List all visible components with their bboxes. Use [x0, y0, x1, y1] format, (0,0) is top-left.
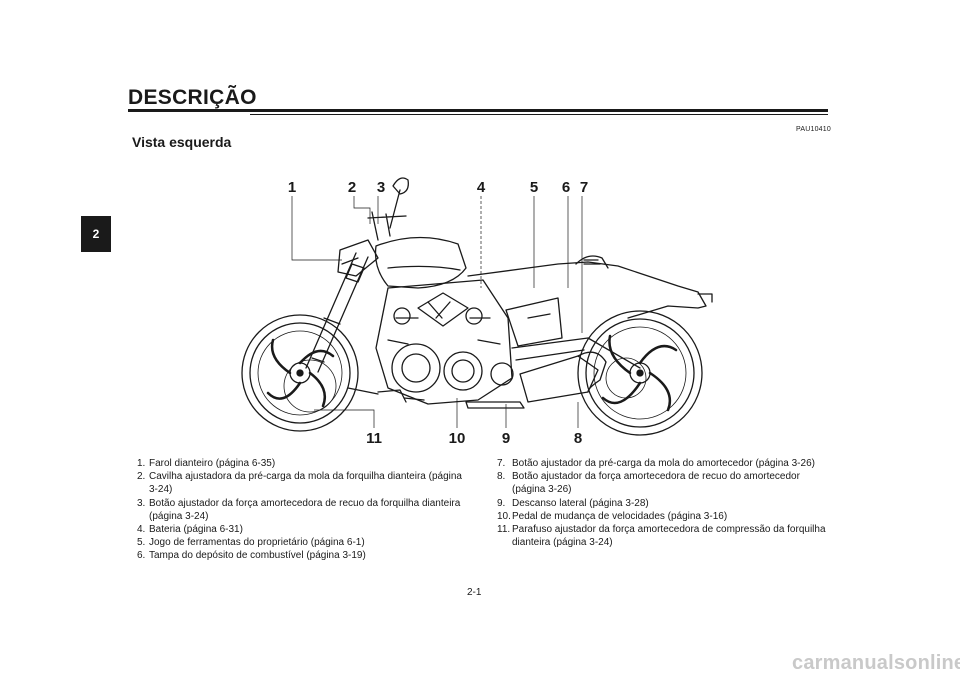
legend-text: Farol dianteiro (página 6-35) [149, 458, 276, 469]
motorcycle-illustration [241, 177, 713, 436]
callout-2: 2 [347, 179, 357, 196]
legend-item: 7. Botão ajustador da pré-carga da mola d… [497, 457, 832, 470]
callout-6: 6 [561, 179, 571, 196]
legend-text: Descanso lateral (página 3-28) [512, 497, 649, 509]
legend-text: Jogo de ferramentas do proprietário (pág… [149, 537, 365, 549]
legend-number: 7. [497, 458, 506, 469]
legend-number: 3. [137, 497, 146, 509]
callout-4: 4 [476, 179, 486, 196]
legend-number: 2. [137, 471, 146, 483]
leader-lines [291, 196, 583, 428]
callout-5: 5 [529, 179, 539, 196]
legend-item: 9. Descanso lateral (página 3-28) [497, 497, 832, 510]
title-rule-thin [250, 114, 828, 115]
motorcycle-figure: 1 2 3 4 5 6 7 11 10 9 8 [228, 168, 728, 453]
headlight-and-mirror [337, 177, 409, 277]
page-number: 2-1 [467, 587, 482, 598]
callout-7: 7 [579, 179, 589, 196]
page-title: DESCRIÇÃO [128, 86, 257, 109]
front-fork [305, 252, 369, 373]
section-subtitle: Vista esquerda [132, 134, 232, 150]
legend-item: 2.Cavilha ajustadora da pré-carga da mol… [137, 470, 467, 496]
legend-text: Botão ajustador da força amortecedora de… [149, 497, 461, 522]
legend-text: Cavilha ajustadora da pré-carga da mola … [149, 471, 462, 496]
fuel-tank-and-body [374, 236, 713, 347]
legend-item: 11.Parafuso ajustador da força amorteced… [497, 523, 832, 549]
exhaust [465, 351, 607, 409]
callout-1: 1 [287, 179, 297, 196]
callout-3: 3 [376, 179, 386, 196]
document-code: PAU10410 [796, 126, 831, 133]
legend-text: Tampa do depósito de combustível (página… [149, 550, 366, 562]
legend-item: 6.Tampa do depósito de combustível (pági… [137, 549, 467, 562]
legend-item: 8. Botão ajustador da força amortecedora … [497, 470, 832, 496]
legend-text: Botão ajustador da força amortecedora de… [512, 471, 800, 496]
rear-wheel [577, 310, 703, 436]
engine [375, 279, 514, 405]
legend-item: 5.Jogo de ferramentas do proprietário (p… [137, 536, 467, 549]
legend-item: 1.Farol dianteiro (página 6-35) [137, 457, 467, 470]
legend-number: 10. [497, 510, 511, 522]
legend-list-right: 7. Botão ajustador da pré-carga da mola d… [497, 457, 832, 549]
legend-text: Bateria (página 6-31) [149, 524, 243, 536]
legend-item: 4.Bateria (página 6-31) [137, 523, 467, 536]
legend-text: Pedal de mudança de velocidades (página … [512, 510, 728, 522]
callout-10: 10 [448, 430, 466, 447]
chapter-tab: 2 [81, 216, 111, 252]
callout-9: 9 [501, 430, 511, 447]
legend-number: 5. [137, 537, 146, 549]
legend-text: Botão ajustador da pré-carga da mola do … [512, 458, 815, 469]
legend-list-left: 1.Farol dianteiro (página 6-35) 2.Cavilh… [137, 457, 467, 563]
callout-11: 11 [366, 430, 382, 447]
legend-number: 8. [497, 471, 506, 483]
legend-number: 6. [137, 550, 146, 562]
legend-number: 1. [137, 458, 146, 469]
frame-and-swingarm [347, 337, 641, 403]
legend-number: 9. [497, 497, 506, 509]
legend-item: 10.Pedal de mudança de velocidades (pági… [497, 510, 832, 523]
callout-8: 8 [573, 430, 583, 447]
legend-number: 4. [137, 524, 146, 536]
legend-number: 11. [497, 524, 511, 536]
legend-text: Parafuso ajustador da força amortecedora… [512, 524, 826, 549]
legend-item: 3.Botão ajustador da força amortecedora … [137, 497, 467, 523]
front-wheel [241, 314, 359, 432]
watermark: carmanualsonline.info [792, 652, 960, 674]
title-rule-thick [128, 109, 828, 112]
